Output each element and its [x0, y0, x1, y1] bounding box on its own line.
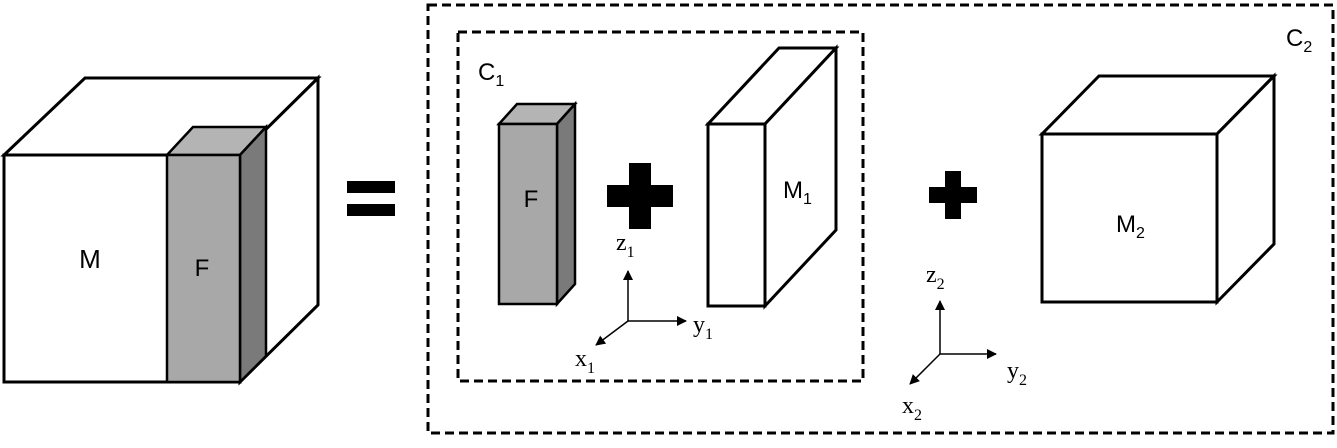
plus-sign-1	[607, 163, 673, 229]
fiber-element-front-face	[497, 122, 559, 306]
c2-label: C2	[1286, 25, 1312, 56]
m1-front-face	[706, 122, 767, 308]
axis2-y-label: y2	[1007, 358, 1027, 389]
c1-dashed-boundary	[456, 30, 865, 383]
m2-element: M2	[1038, 72, 1278, 306]
m2-front-face	[1040, 132, 1219, 304]
fiber-side-face	[238, 123, 268, 386]
fiber-element: F	[496, 100, 578, 308]
m1-element: M1	[704, 44, 840, 310]
fiber-element-side-face	[555, 100, 577, 308]
axis1-y-label: y1	[693, 312, 713, 343]
plus-sign-2	[929, 171, 977, 219]
c2-dashed-boundary	[426, 3, 1335, 435]
matrix-label: M	[79, 244, 101, 274]
equals-sign	[347, 181, 395, 216]
c1-label: C1	[478, 59, 504, 90]
fiber-label: F	[195, 255, 210, 282]
axis2-z-label: z2	[926, 262, 945, 293]
axis1-z-label: z1	[616, 230, 635, 261]
m2-label: M2	[1116, 211, 1145, 242]
composite-cube: M F	[0, 74, 322, 386]
axis2-x-label: x2	[902, 393, 922, 424]
axes-2: z2 y2 x2	[902, 262, 1027, 424]
axis1-x-label: x1	[575, 346, 595, 377]
fiber-front-face	[165, 153, 242, 384]
m1-label: M1	[783, 177, 812, 208]
fiber-element-label: F	[524, 186, 539, 213]
axes-1: z1 y1 x1	[575, 230, 713, 377]
